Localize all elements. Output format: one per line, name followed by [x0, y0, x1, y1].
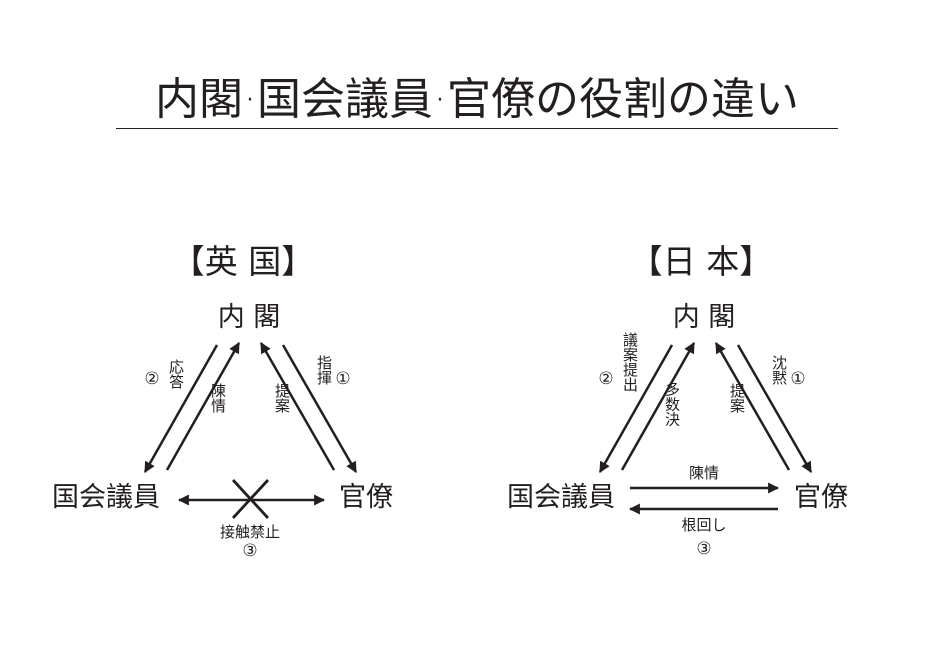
uk-arrow-diet-to-cabinet [165, 342, 241, 471]
japan-arrow-cabinet-to-diet [598, 344, 674, 473]
page-title: 内閣·国会議員·官僚の役割の違い [116, 72, 838, 129]
japan-label-petition: 陳情 [689, 464, 719, 482]
prohibited-x-icon [231, 479, 270, 519]
japan-marker-3: ③ [696, 539, 711, 559]
uk-label-bureaucrat-to-cabinet: 提案 [273, 383, 291, 413]
uk-marker-3: ③ [242, 541, 257, 561]
japan-label-cabinet-to-diet: 議案提出 [621, 331, 639, 392]
uk-arrow-cabinet-to-bureaucrat [281, 344, 358, 473]
uk-label-diet-to-cabinet: 陳情 [209, 383, 227, 414]
uk-arrow-bureaucrat-to-cabinet [259, 342, 336, 471]
japan-node-bureaucrat: 官僚 [794, 482, 848, 513]
japan-label-groundwork: 根回し [681, 516, 726, 534]
japan-label-diet-to-cabinet: 多数決 [663, 382, 681, 427]
japan-marker-2: ② [598, 369, 613, 389]
uk-marker-2: ② [144, 369, 159, 389]
uk-label-cabinet-to-bureaucrat: 指揮 [315, 355, 333, 386]
uk-heading: 【英 国】 [172, 242, 315, 281]
japan-heading: 【日 本】 [630, 242, 773, 281]
japan-label-bureaucrat-to-cabinet: 提案 [728, 383, 746, 413]
uk-arrow-cabinet-to-diet [143, 344, 219, 473]
uk-node-diet: 国会議員 [52, 482, 160, 513]
japan-label-cabinet-to-bureaucrat: 沈黙 [770, 355, 788, 385]
japan-node-diet: 国会議員 [507, 482, 615, 513]
japan-arrow-bureaucrat-to-cabinet [714, 342, 791, 471]
japan-arrow-diet-to-cabinet [620, 342, 696, 471]
uk-node-bureaucrat: 官僚 [339, 482, 393, 513]
uk-node-cabinet: 内 閣 [218, 302, 281, 333]
japan-node-cabinet: 内 閣 [673, 302, 736, 333]
uk-label-cabinet-to-diet: 応答 [167, 359, 185, 389]
uk-panel: 【英 国】 内 閣 国会議員 官僚 ② 応答 陳情 提案 指揮 ① 接触禁止 ③ [52, 242, 393, 561]
japan-marker-1: ① [790, 369, 805, 389]
uk-label-contact-prohibited: 接触禁止 [220, 523, 280, 541]
uk-marker-1: ① [335, 369, 350, 389]
japan-panel: 【日 本】 内 閣 国会議員 官僚 ② 議案提出 多数決 提案 沈黙 ① 陳情 … [507, 242, 848, 559]
japan-arrow-cabinet-to-bureaucrat [736, 344, 813, 473]
